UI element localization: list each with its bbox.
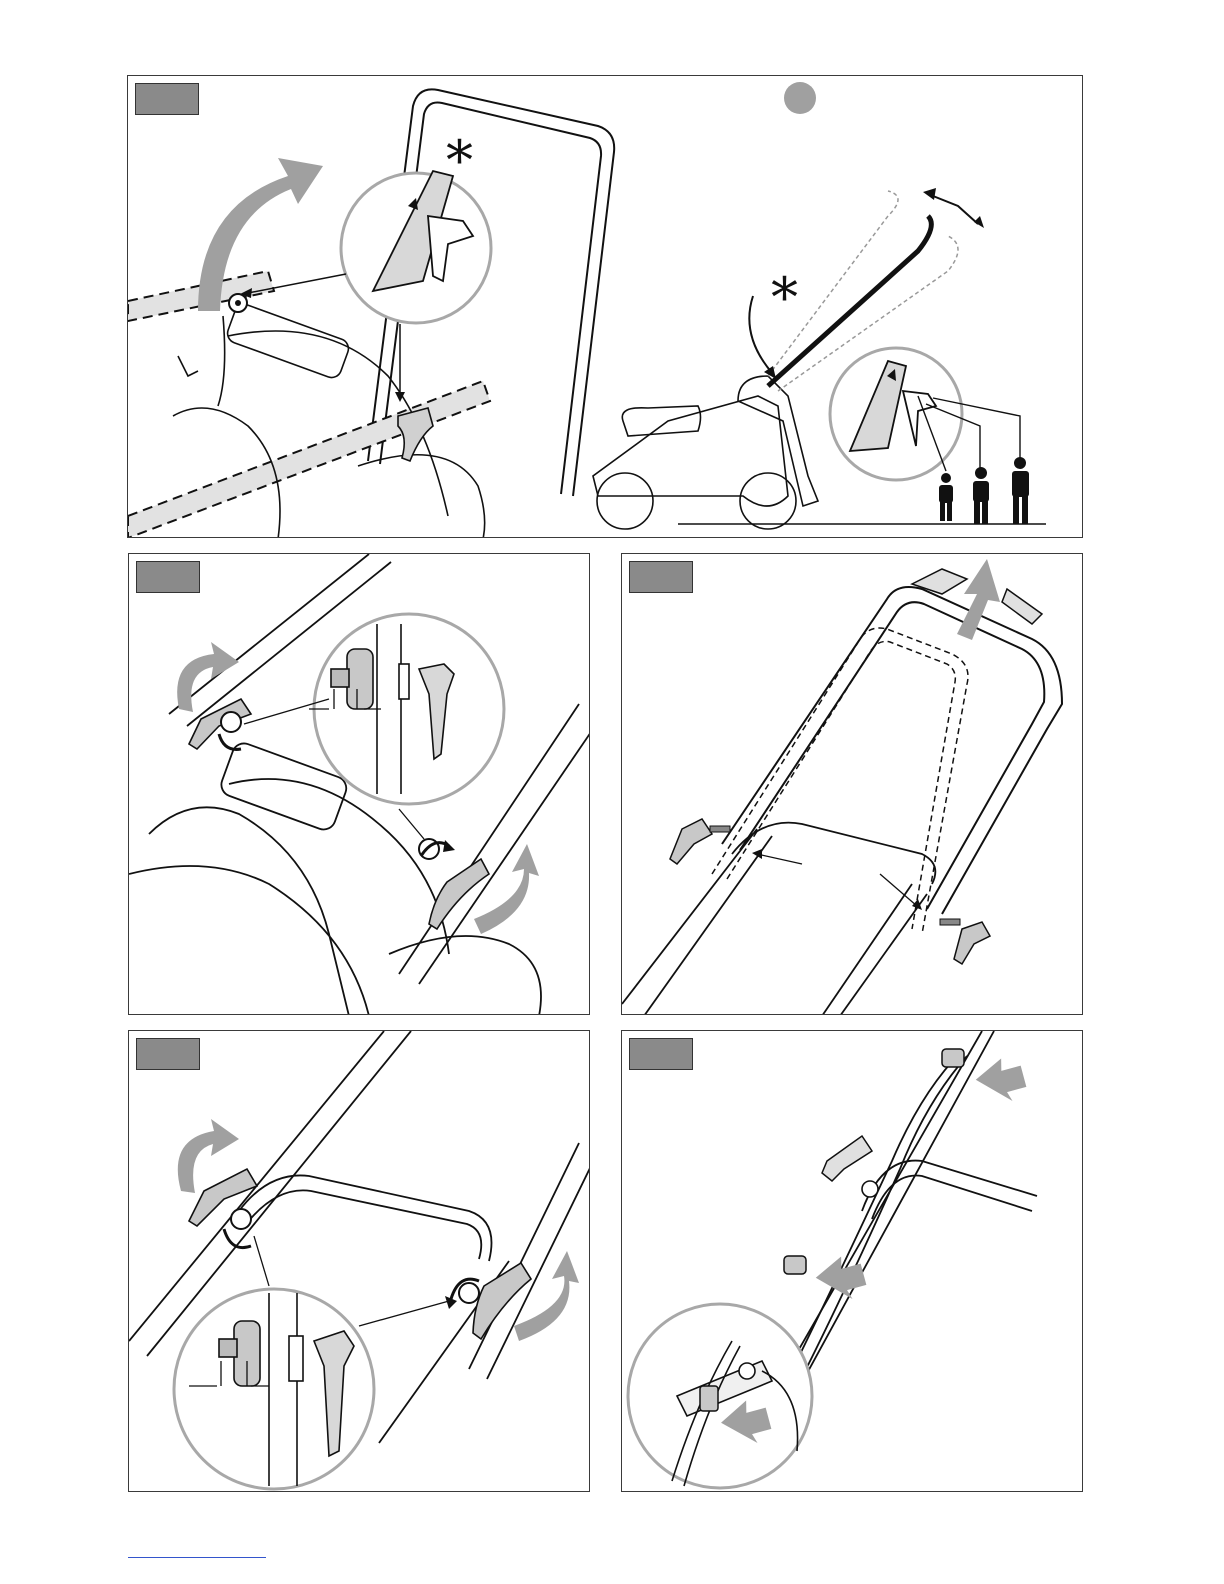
lever-icon: [954, 922, 990, 964]
footer-rule: [128, 1557, 266, 1558]
asterisk-left: *: [446, 134, 473, 188]
gray-dot: [784, 82, 816, 114]
curved-arrow-icon: [514, 1251, 579, 1341]
illustration-handle-fold: [128, 76, 1083, 538]
arrow-icon: [957, 559, 1000, 640]
arrow-icon: [972, 1054, 1029, 1109]
person-icon: [939, 457, 1029, 524]
zoom-circle-knob: [174, 1289, 374, 1489]
lever-icon: [398, 408, 433, 461]
illustration-cable-clips: [622, 1031, 1083, 1492]
panel-knob-loosen: [128, 553, 590, 1015]
knob-icon: [459, 1283, 479, 1303]
illustration-knob-tighten: [129, 1031, 590, 1492]
illustration-knob-loosen: [129, 554, 590, 1015]
knob-icon: [231, 1209, 251, 1229]
knob-icon: [862, 1181, 878, 1197]
lever-icon: [822, 1136, 872, 1181]
panel-handle-fold: * *: [127, 75, 1083, 538]
curved-arrow-icon: [177, 642, 239, 712]
panel-cable-clips: [621, 1030, 1083, 1492]
cable-clip: [942, 1049, 964, 1067]
cable-clip: [784, 1256, 806, 1274]
zoom-circle-knob: [314, 614, 504, 804]
lever-icon: [670, 819, 712, 864]
asterisk-right: *: [771, 271, 798, 325]
panel-knob-tighten: [128, 1030, 590, 1492]
knob-icon: [221, 712, 241, 732]
panel-handle-raise: [621, 553, 1083, 1015]
illustration-handle-raise: [622, 554, 1083, 1015]
